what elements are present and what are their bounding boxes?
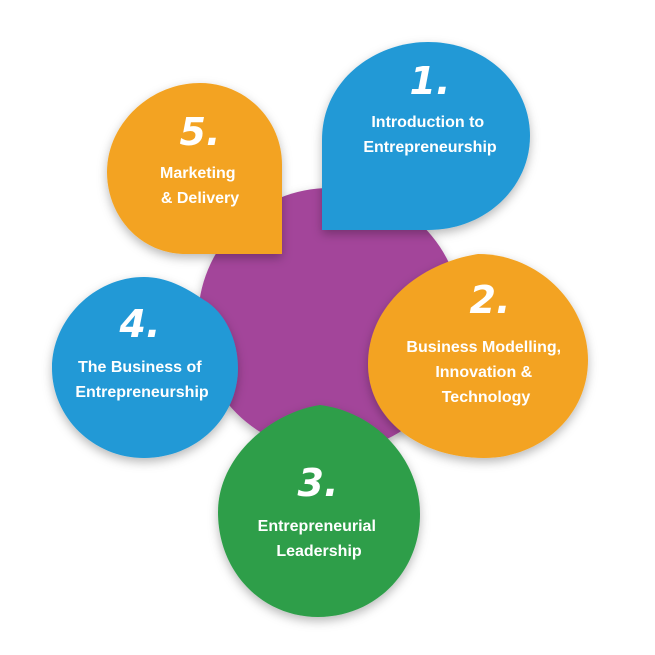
module-1-label: Introduction to Entrepreneurship xyxy=(363,114,497,156)
module-1-number: 1. xyxy=(410,59,451,103)
module-3-label: Entrepreneurial Leadership xyxy=(258,518,381,560)
module-3-number: 3. xyxy=(298,461,339,505)
module-5-petal: 5. Marketing & Delivery xyxy=(107,83,282,254)
module-2-petal: 2. Business Modelling, Innovation & Tech… xyxy=(368,254,588,458)
module-5-number: 5. xyxy=(180,110,221,154)
module-1-petal: 1. Introduction to Entrepreneurship xyxy=(322,42,530,230)
module-4-label: The Business of Entrepreneurship xyxy=(75,359,209,401)
module-4-number: 4. xyxy=(119,302,161,346)
module-2-number: 2. xyxy=(470,278,511,322)
module-4-petal: 4. The Business of Entrepreneurship xyxy=(52,277,238,458)
module-5-label: Marketing & Delivery xyxy=(160,165,240,207)
module-2-label: Business Modelling, Innovation & Technol… xyxy=(406,339,565,406)
module-3-petal: 3. Entrepreneurial Leadership xyxy=(218,405,420,617)
